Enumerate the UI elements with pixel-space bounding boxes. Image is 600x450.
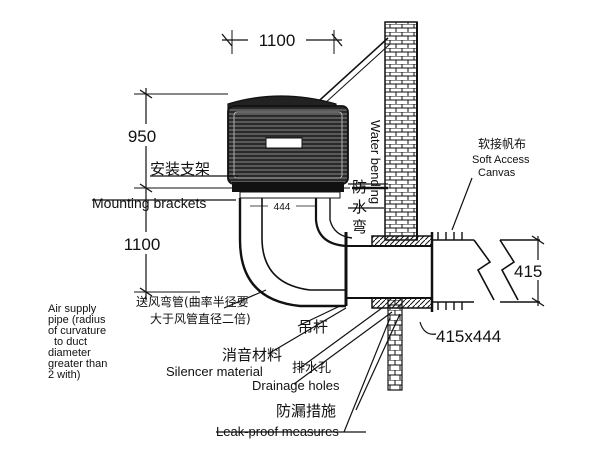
label-pipe-cn-1: 送风弯管(曲率半径要 bbox=[136, 294, 249, 309]
label-pipe-en-4: to duct bbox=[54, 336, 87, 348]
label-canvas-en-1: Soft Access bbox=[472, 154, 530, 166]
supply-elbow-pipe bbox=[238, 198, 353, 308]
label-water-bending: Water bending bbox=[368, 120, 383, 204]
label-waterproof-cn-1: 防 bbox=[352, 178, 367, 196]
label-leak-en: Leak-proof measures bbox=[216, 424, 339, 439]
label-leak-cn: 防漏措施 bbox=[276, 402, 336, 420]
duct-through-wall bbox=[346, 232, 434, 312]
label-pipe-en-6: greater than bbox=[48, 358, 107, 370]
label-rod-cn: 吊杆 bbox=[298, 318, 328, 336]
label-canvas-en-2: Canvas bbox=[478, 167, 516, 179]
label-pipe-en-5: diameter bbox=[48, 347, 91, 359]
label-drain-cn: 排水孔 bbox=[292, 361, 331, 376]
soft-canvas-connector bbox=[432, 232, 540, 310]
label-drain-en: Drainage holes bbox=[252, 378, 340, 393]
leader-lines bbox=[92, 175, 473, 433]
label-waterproof-cn-2: 水 bbox=[352, 198, 367, 216]
label-silencer-cn: 消音材料 bbox=[222, 346, 282, 364]
label-pipe-en-1: Air supply bbox=[48, 303, 97, 315]
dim-height-upper: 950 bbox=[128, 127, 156, 146]
dimension-duct-height: 415 bbox=[514, 235, 555, 307]
labels: 安装支架 Mounting brackets 防 水 弯 Water bendi… bbox=[48, 120, 530, 439]
dim-top-width: 1100 bbox=[259, 31, 296, 50]
cooler-unit: 444 bbox=[227, 95, 349, 213]
dim-unit-depth: 444 bbox=[274, 202, 291, 213]
dim-height-lower: 1100 bbox=[124, 235, 161, 254]
label-mount-cn: 安装支架 bbox=[150, 160, 210, 178]
dimension-top-width: 1100 bbox=[221, 30, 343, 54]
label-canvas-cn: 软接帆布 bbox=[478, 136, 526, 151]
label-pipe-en-2: pipe (radius bbox=[48, 314, 106, 326]
label-mount-en: Mounting brackets bbox=[92, 195, 206, 211]
dim-duct-height: 415 bbox=[514, 262, 542, 281]
dim-duct-size: 415x444 bbox=[436, 327, 501, 346]
brick-wall bbox=[384, 21, 418, 391]
label-pipe-cn-2: 大于风管直径二倍) bbox=[150, 311, 251, 326]
dimension-duct-size: 415x444 bbox=[419, 321, 501, 346]
label-pipe-en-7: 2 with) bbox=[48, 369, 80, 381]
label-waterproof-cn-3: 弯 bbox=[352, 218, 367, 236]
label-pipe-en-3: of curvature bbox=[48, 325, 106, 337]
label-silencer-en: Silencer material bbox=[166, 364, 263, 379]
